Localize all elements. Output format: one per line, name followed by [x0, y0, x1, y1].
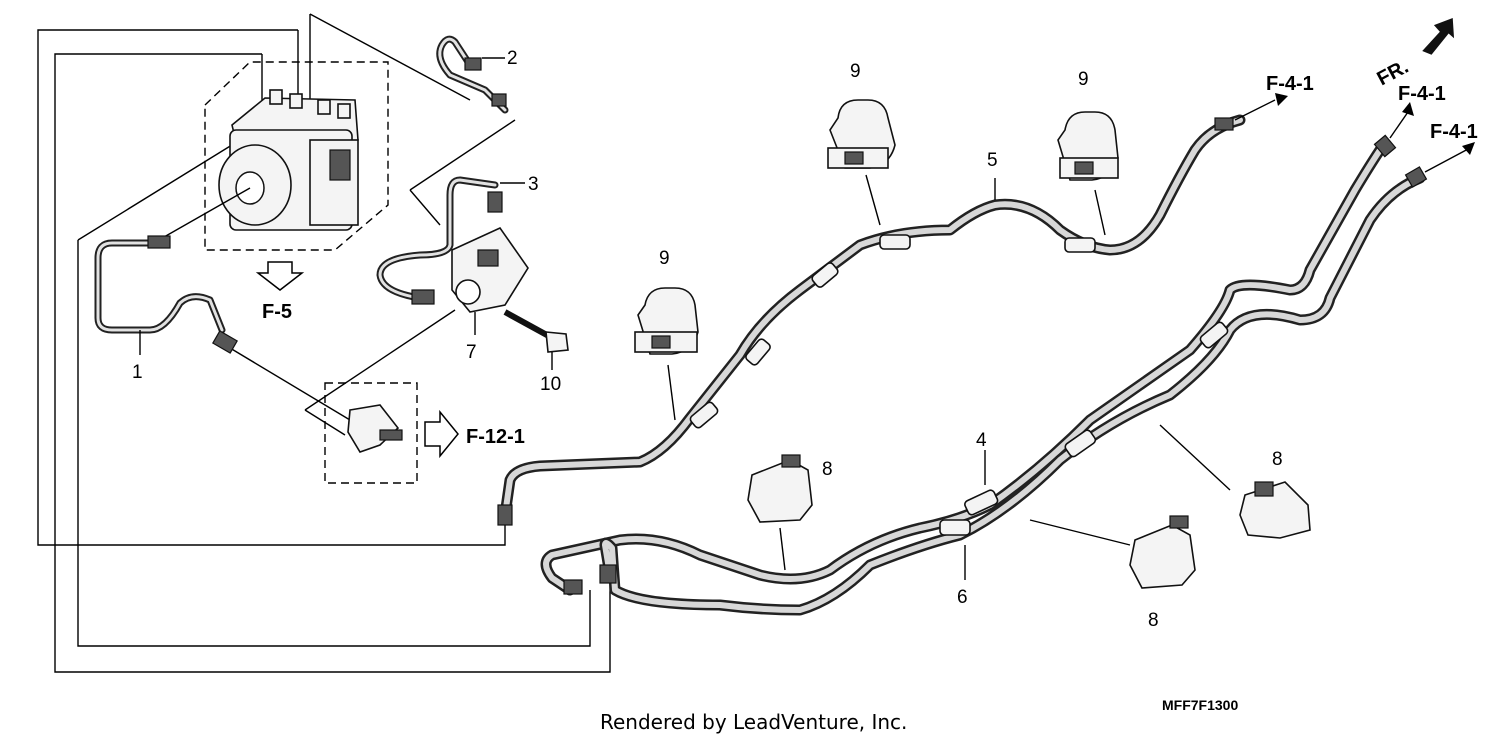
ref-f12[interactable]: F-12-1	[466, 426, 525, 448]
clamp-9-a	[827, 99, 896, 226]
callout-9c: 9	[659, 248, 670, 269]
brake-line-1	[94, 235, 238, 354]
clamp-9-c	[634, 287, 699, 421]
front-arrow	[1422, 17, 1455, 55]
callout-2: 2	[507, 48, 518, 69]
callout-5: 5	[987, 150, 998, 171]
credit-text: Rendered by LeadVenture, Inc.	[600, 710, 907, 734]
clamp-8-b	[1029, 515, 1196, 589]
clamp-9-b	[1057, 111, 1119, 236]
ref-f41-c[interactable]: F-4-1	[1430, 121, 1478, 143]
brake-line-3	[376, 176, 525, 305]
callout-8c: 8	[1272, 449, 1283, 470]
clamp-8-a	[747, 454, 813, 571]
reference-labels: F-5 F-12-1 F-4-1 F-4-1 F-4-1 FR.	[262, 56, 1478, 448]
proportioning-valve-7	[451, 226, 569, 353]
diagram-code: MFF7F1300	[1162, 697, 1238, 713]
callout-10: 10	[540, 374, 561, 395]
callout-9b: 9	[1078, 69, 1089, 90]
ref-f41-a[interactable]: F-4-1	[1266, 73, 1314, 95]
callout-8b: 8	[1148, 610, 1159, 631]
leader-lines	[139, 178, 996, 580]
callout-1: 1	[132, 362, 143, 383]
callout-labels: 1 2 3 4 5 6 7 8 8 8 9 9 9 10	[132, 48, 1283, 631]
routing-lines	[37, 13, 611, 673]
ref-f5[interactable]: F-5	[262, 301, 292, 323]
brake-line-5	[497, 93, 1288, 526]
callout-4: 4	[976, 430, 987, 451]
brake-lines-4-6	[540, 102, 1475, 616]
callout-7: 7	[466, 342, 477, 363]
brake-line-2	[436, 35, 509, 114]
callout-9a: 9	[850, 61, 861, 82]
clamp-bracket-box	[324, 382, 418, 484]
callout-3: 3	[528, 174, 539, 195]
clamp-8-c	[1159, 424, 1311, 539]
callout-8a: 8	[822, 459, 833, 480]
ref-f41-b[interactable]: F-4-1	[1398, 83, 1446, 105]
reference-arrow-f5	[255, 261, 305, 291]
abs-modulator	[149, 61, 389, 251]
reference-arrow-f12	[424, 409, 459, 459]
callout-6: 6	[957, 587, 968, 608]
